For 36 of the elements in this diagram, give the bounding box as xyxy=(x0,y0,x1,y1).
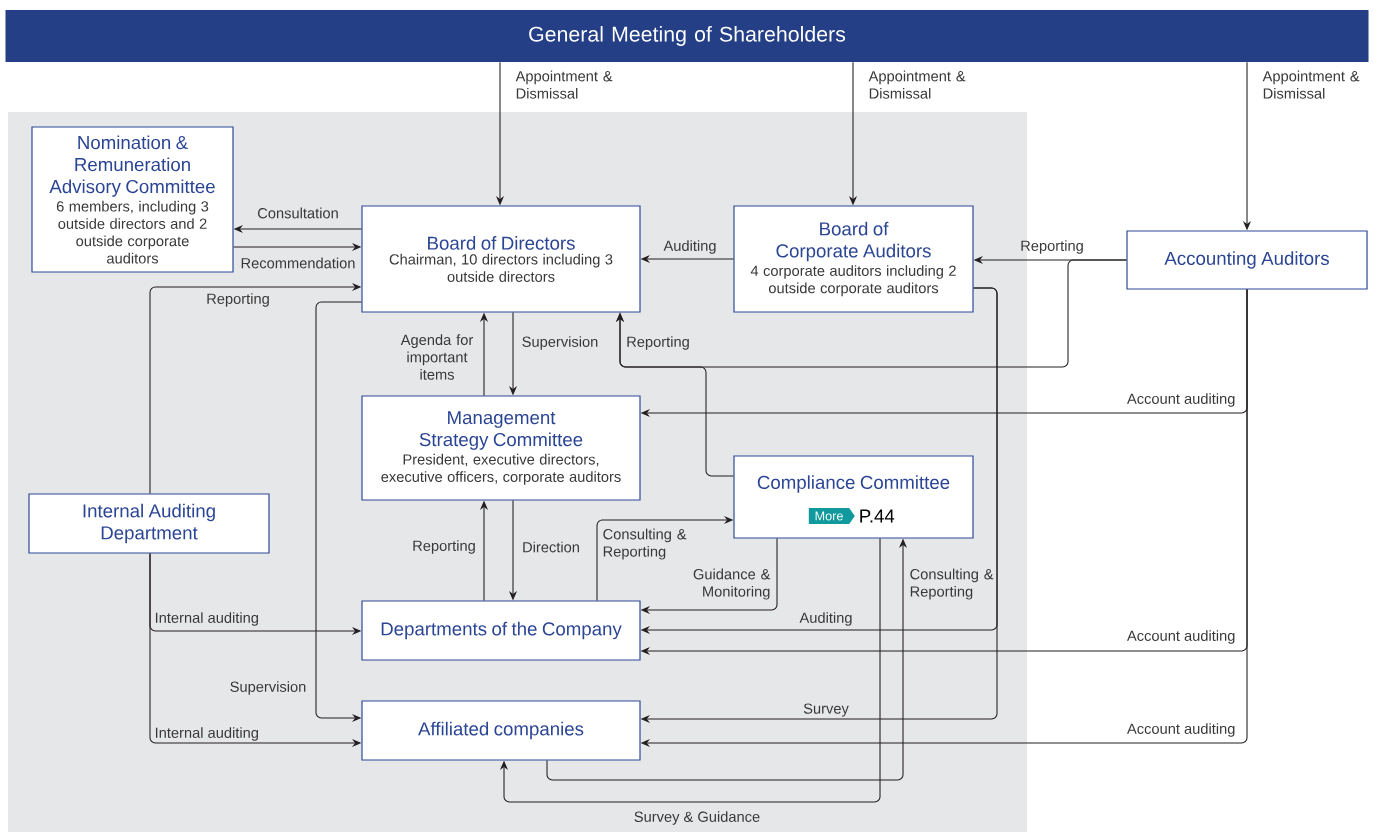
edge-label: Appointment & Dismissal xyxy=(1262,70,1360,99)
edge-label: Auditing xyxy=(663,240,716,254)
edge-label: Reporting xyxy=(1021,240,1083,254)
committee-box: Departments of the Company xyxy=(361,600,641,661)
edge-label: Guidance & Monitoring xyxy=(693,568,771,600)
edge-label: Agenda for important items xyxy=(400,334,474,380)
edge-label: Appointment & Dismissal xyxy=(515,70,613,99)
edge-label: Reporting xyxy=(413,540,475,554)
edge-label: Consulting & Reporting xyxy=(910,568,994,600)
edge-label: Survey & Guidance xyxy=(634,811,760,825)
edge-label: Internal auditing xyxy=(155,727,258,741)
edge-label: Reporting xyxy=(207,293,269,307)
edge-label: Internal auditing xyxy=(155,612,258,626)
edge-label: Consulting & Reporting xyxy=(603,528,687,560)
committee-box: Board of Directors Chairman, 10 directors including 3 outside directors xyxy=(361,205,641,313)
edge-label: Auditing xyxy=(799,612,852,626)
edge-label: Supervision xyxy=(230,681,306,695)
committee-box: Affiliated companies xyxy=(361,700,641,761)
more-badge: More xyxy=(808,508,855,524)
edge-label: Account auditing xyxy=(1127,723,1235,737)
arrow xyxy=(499,538,881,803)
committee-box: Management Strategy Committee President, executive directors, executive officers, corporate auditors xyxy=(361,395,641,501)
committee-box: Nomination & Remuneration Advisory Committee 6 members, including 3 outside directors and 2 outside corporate auditors xyxy=(31,126,234,273)
edge-label: Reporting xyxy=(627,336,689,350)
edge-label: Supervision xyxy=(522,336,598,350)
committee-box: Board of Corporate Auditors 4 corporate auditors including 2 outside corporate auditors xyxy=(733,205,974,313)
edge-label: Recommendation xyxy=(241,257,355,269)
committee-box: Internal Auditing Department xyxy=(28,493,270,554)
edge-label: Survey xyxy=(803,703,849,717)
meeting-banner: General Meeting of Shareholders xyxy=(5,10,1369,62)
edge-label: Direction xyxy=(523,541,579,553)
edge-label: Appointment & Dismissal xyxy=(868,70,966,99)
committee-box: Accounting Auditors xyxy=(1126,230,1368,290)
edge-label: Account auditing xyxy=(1127,630,1235,644)
edge-label: Account auditing xyxy=(1127,393,1235,407)
edge-label: Consultation xyxy=(258,207,338,219)
